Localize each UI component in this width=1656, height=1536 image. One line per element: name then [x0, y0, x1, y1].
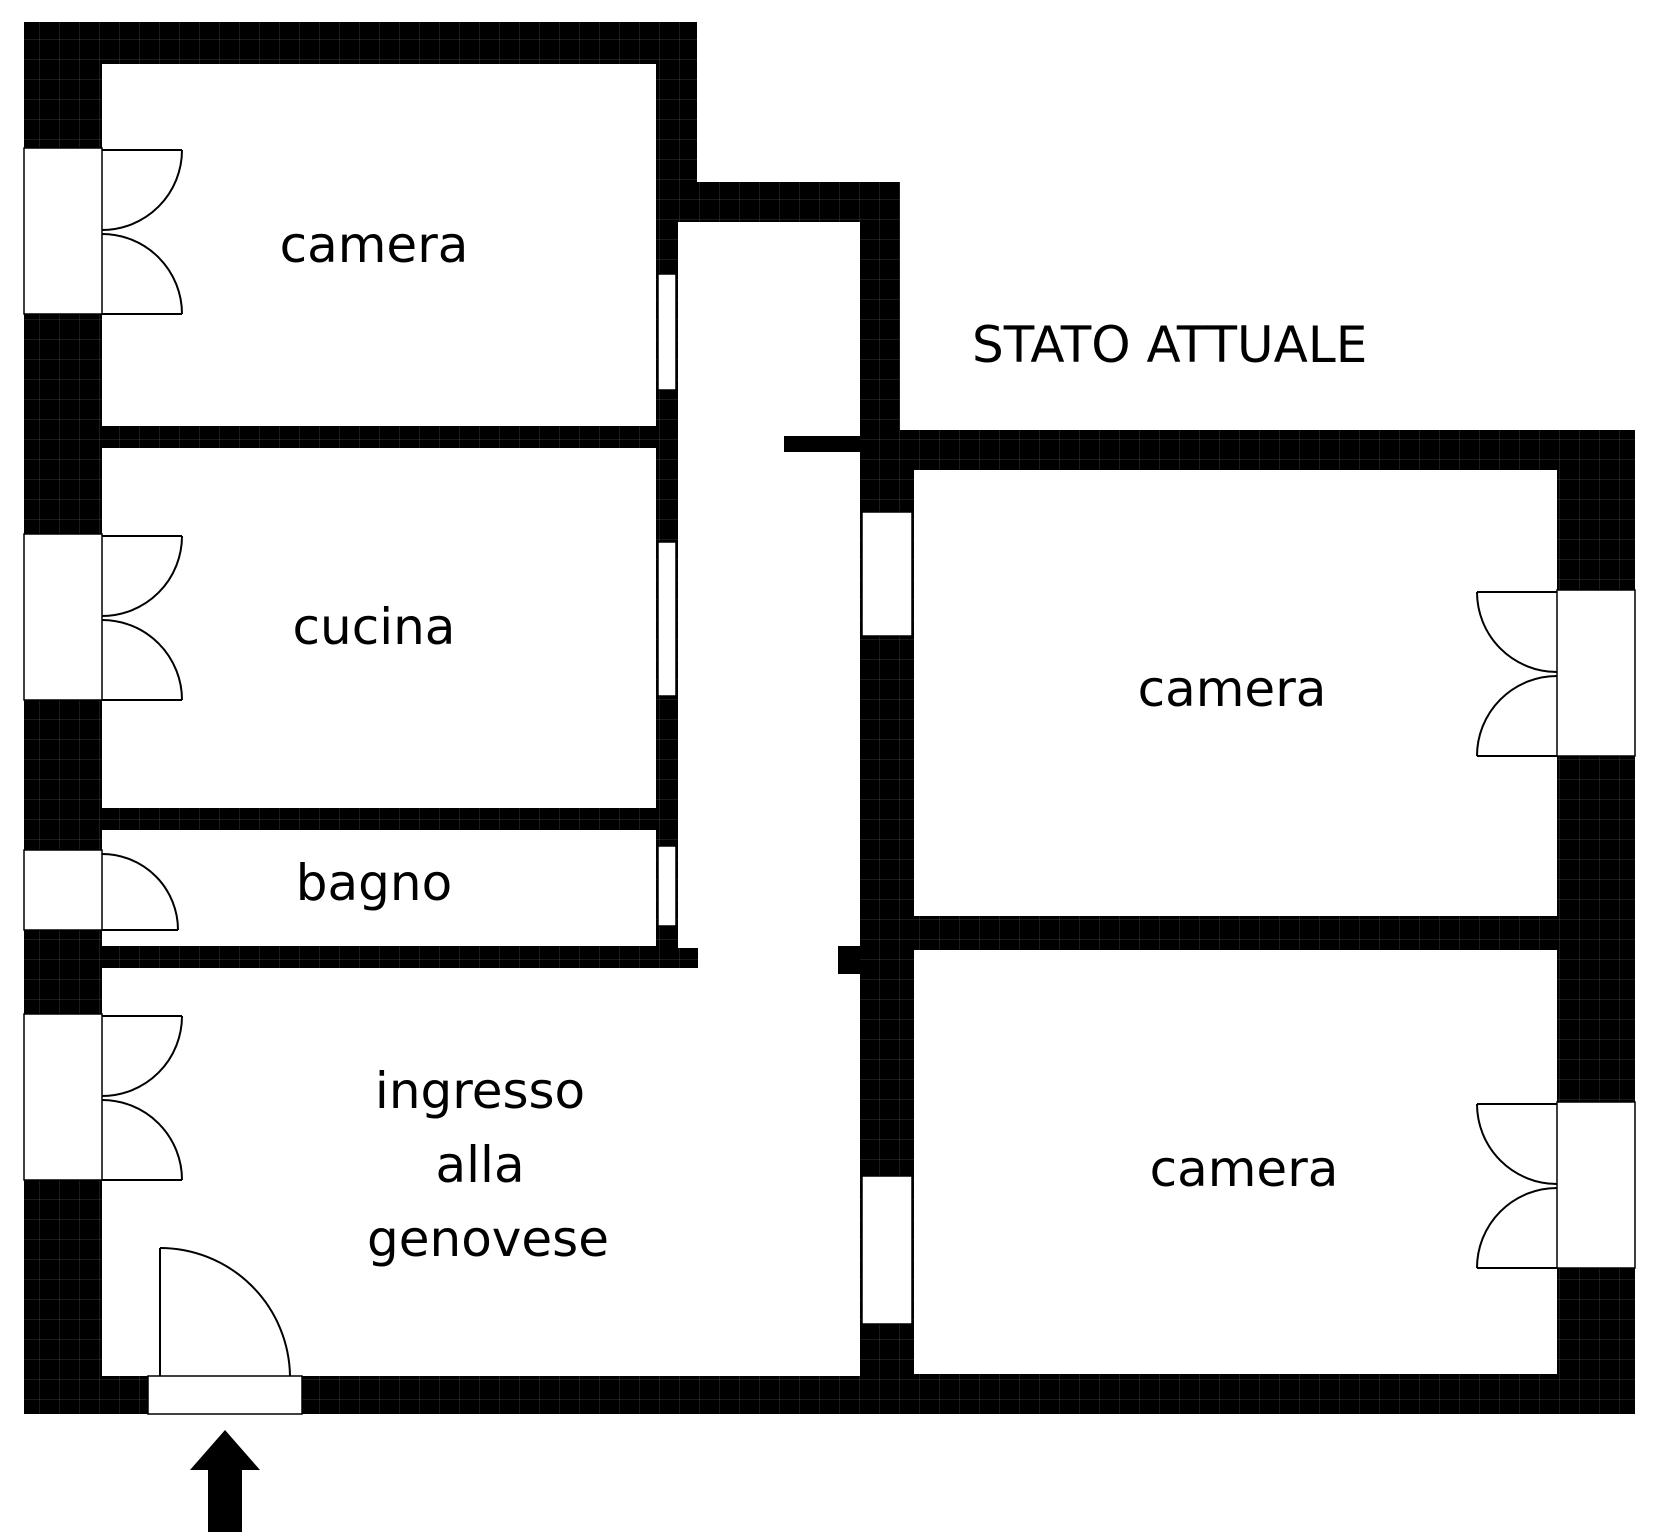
room-bagno: [102, 830, 656, 946]
room-ingresso: [102, 948, 860, 1376]
plan-title: STATO ATTUALE: [972, 316, 1367, 374]
room-camera-2: [914, 470, 1557, 916]
room-cucina: [102, 448, 656, 808]
room-corridor: [678, 222, 860, 948]
arrow-up-icon: [190, 1430, 260, 1532]
room-label-ingresso: ingresso alla genovese: [367, 1062, 609, 1268]
door-swing-icon: [101, 149, 1558, 1377]
room-label-bagno: bagno: [296, 854, 452, 912]
room-label-camera-2: camera: [1138, 660, 1327, 718]
room-camera-3: [914, 950, 1557, 1374]
window-opening-icon: [23, 147, 1636, 1415]
room-label-camera-3: camera: [1150, 1140, 1339, 1198]
room-label-camera-1: camera: [280, 216, 469, 274]
room-label-cucina: cucina: [293, 598, 456, 656]
door-openings: [657, 273, 913, 1325]
room-camera-1: [102, 64, 656, 426]
room-interiors: [102, 64, 1557, 1376]
wall-stubs: [784, 436, 860, 974]
